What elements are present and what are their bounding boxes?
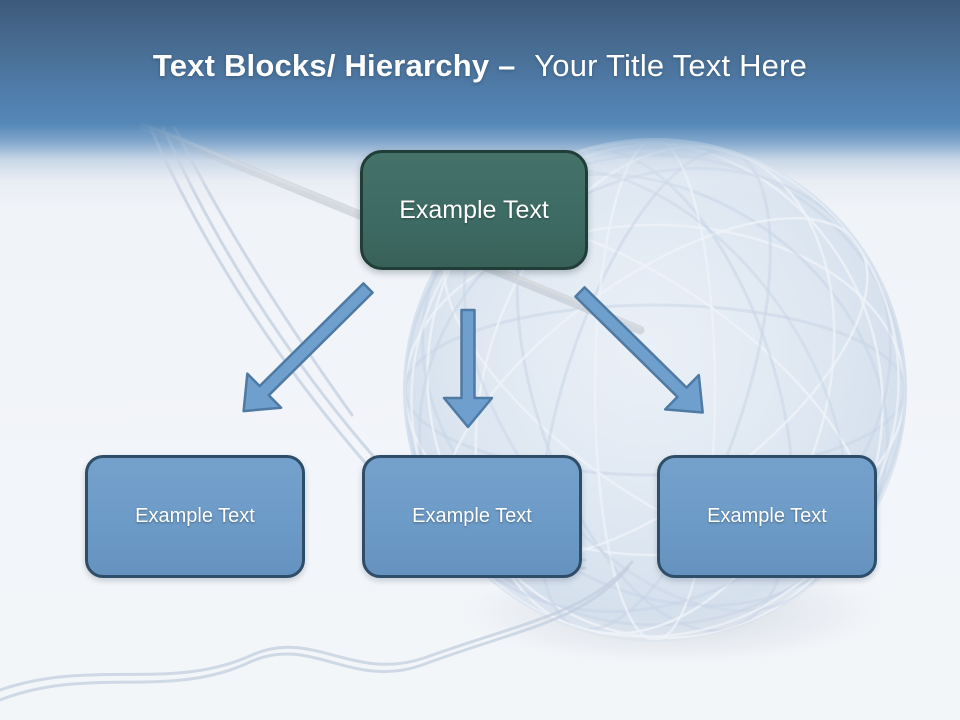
child-node-2: Example Text xyxy=(362,455,582,578)
yarn-ball-texture xyxy=(405,140,905,640)
child-node-1: Example Text xyxy=(85,455,305,578)
child-node-3: Example Text xyxy=(657,455,877,578)
root-node: Example Text xyxy=(360,150,588,270)
root-node-label: Example Text xyxy=(399,195,549,224)
connector-arrow-left-icon xyxy=(242,282,374,413)
title-bold-segment: Text Blocks/ Hierarchy – xyxy=(152,48,516,83)
slide-title: Text Blocks/ Hierarchy – Your Title Text… xyxy=(0,48,960,84)
child-node-label: Example Text xyxy=(135,505,255,527)
child-node-label: Example Text xyxy=(707,505,827,527)
connector-arrow-right-icon xyxy=(574,286,704,414)
connector-arrow-middle-icon xyxy=(442,308,494,429)
title-regular-segment: Your Title Text Here xyxy=(534,48,808,83)
child-node-label: Example Text xyxy=(412,505,532,527)
